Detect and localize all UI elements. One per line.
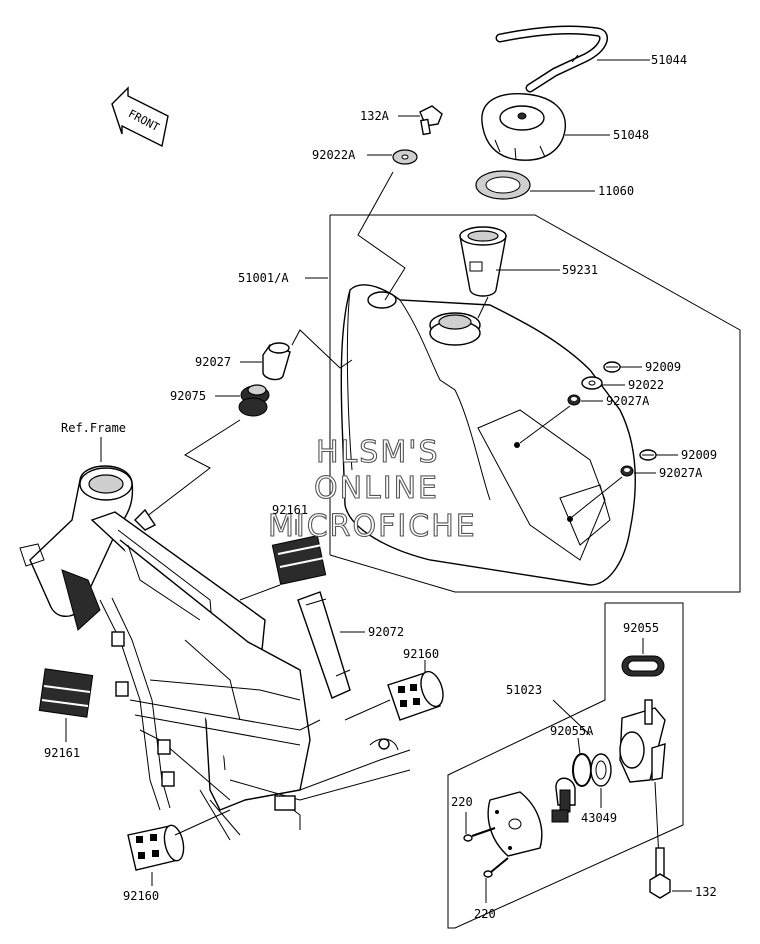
bolt-132A <box>398 105 443 136</box>
fuel-cock-gasket-92055 <box>621 638 665 677</box>
label-59231: 59231 <box>562 263 598 277</box>
fuel-tank <box>340 284 636 586</box>
label-92075: 92075 <box>170 389 206 403</box>
label-92009-upper: 92009 <box>645 360 681 374</box>
grommet-92075 <box>141 384 270 521</box>
damper-92161-top <box>239 519 327 601</box>
breather-tube <box>495 25 650 93</box>
label-92055A: 92055A <box>550 724 594 738</box>
label-11060: 11060 <box>598 184 634 198</box>
screw-220-lower <box>483 857 509 903</box>
label-51048: 51048 <box>613 128 649 142</box>
washer-92022A <box>357 149 418 301</box>
label-92022: 92022 <box>628 378 664 392</box>
fuel-cock-group-outline <box>447 602 684 929</box>
watermark: HLSM'S ONLINE MICROFICHE <box>267 434 477 544</box>
label-92055: 92055 <box>623 621 659 635</box>
label-43049: 43049 <box>581 811 617 825</box>
label-132: 132 <box>695 885 717 899</box>
label-220-lower: 220 <box>474 907 496 921</box>
cap-gasket <box>475 170 595 200</box>
motorcycle-frame <box>19 465 411 841</box>
o-ring-92055A <box>572 737 592 787</box>
watermark-line-3: MICROFICHE <box>268 509 477 544</box>
label-51023: 51023 <box>506 683 542 697</box>
lever-assembly <box>551 777 576 823</box>
fuel-cock-51023 <box>552 699 666 783</box>
damper-92160-top <box>344 660 444 721</box>
filler-neck <box>459 226 560 319</box>
screw-220-upper <box>463 812 496 842</box>
label-92027A-lower: 92027A <box>659 466 703 480</box>
label-92161-left: 92161 <box>44 746 80 760</box>
fuel-cap <box>481 93 610 161</box>
front-arrow-icon: FRONT <box>111 86 169 148</box>
label-220-upper: 220 <box>451 795 473 809</box>
washer-92022 <box>581 376 625 390</box>
screw-92009-lower <box>639 449 678 461</box>
collar-92027A-upper <box>519 394 603 444</box>
label-92161-top: 92161 <box>272 503 308 517</box>
bolt-132 <box>649 781 692 899</box>
collar-92027 <box>240 329 353 381</box>
label-92072: 92072 <box>368 625 404 639</box>
label-51044: 51044 <box>651 53 687 67</box>
screw-92009-upper <box>603 361 642 373</box>
tank-group-outline <box>329 214 741 593</box>
label-92027: 92027 <box>195 355 231 369</box>
strap-92072 <box>297 591 365 699</box>
label-92022A: 92022A <box>312 148 356 162</box>
damper-92160-bottom <box>127 809 231 886</box>
damper-92161-left <box>38 668 94 742</box>
label-51001A: 51001/A <box>238 271 289 285</box>
label-ref-frame: Ref.Frame <box>61 421 126 435</box>
watermark-line-1: HLSM'S <box>316 435 440 470</box>
label-92160-top: 92160 <box>403 647 439 661</box>
label-92009-lower: 92009 <box>681 448 717 462</box>
cover-plate <box>487 791 543 857</box>
label-132A: 132A <box>360 109 390 123</box>
gasket-43049 <box>590 753 612 808</box>
label-92160-bottom: 92160 <box>123 889 159 903</box>
collar-92027A-lower <box>571 465 656 518</box>
watermark-line-2: ONLINE <box>314 471 439 506</box>
label-92027A-upper: 92027A <box>606 394 650 408</box>
